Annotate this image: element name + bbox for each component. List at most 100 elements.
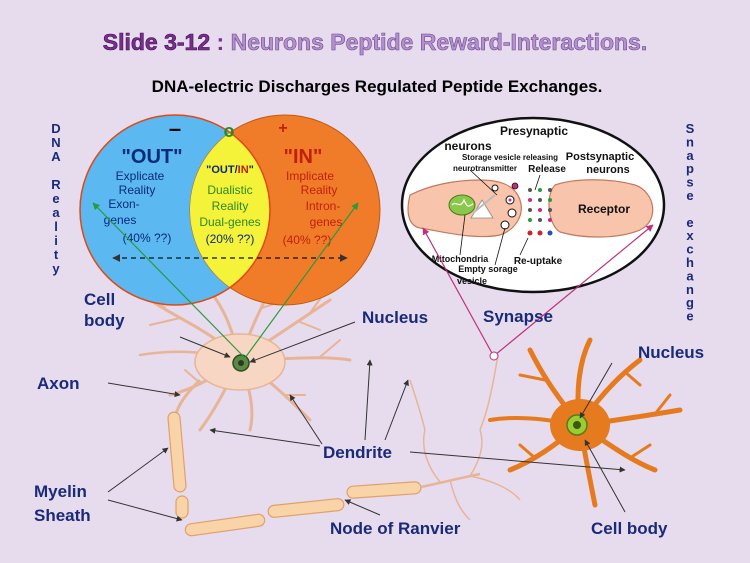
empty-vesicle-label: Empty sorage	[458, 264, 518, 274]
title-text: Neurons Peptide Reward-Interactions.	[231, 29, 648, 55]
mid-line: Reality	[212, 199, 249, 213]
plus-sign: +	[278, 120, 287, 137]
myelin-label: Myelin	[34, 482, 87, 501]
structure-labels: Cell body Nucleus Synapse Nucleus Axon D…	[34, 290, 704, 538]
mid-text: Dualistic Reality Dual-genes (20% ??)	[199, 183, 260, 246]
vesicle	[491, 184, 499, 192]
vertical-letter: n	[686, 282, 694, 297]
vertical-letter: t	[54, 247, 59, 262]
out-line: genes	[104, 213, 137, 227]
presynaptic-label: Presynaptic	[500, 124, 568, 138]
out-line: Reality	[119, 183, 156, 197]
nucleus-label-right: Nucleus	[638, 343, 704, 362]
vertical-letter: A	[51, 149, 61, 164]
vertical-letter: e	[52, 191, 59, 206]
vertical-letter: R	[51, 177, 61, 192]
in-line: Intron-	[306, 199, 341, 213]
vertical-letter: N	[51, 135, 60, 150]
mid-line: Dual-genes	[199, 215, 260, 229]
slide-number: Slide 3-12	[103, 29, 210, 55]
myelinated-axon	[167, 354, 521, 537]
in-line: Reality	[301, 183, 338, 197]
in-text: Implicate Reality Intron- genes (40% ??)	[283, 169, 343, 247]
myelin-segment	[346, 481, 422, 499]
axon-label: Axon	[37, 374, 80, 393]
vertical-letter: c	[686, 242, 693, 257]
vesicle	[511, 182, 519, 190]
right-nucleolus	[573, 421, 581, 429]
label-arrows	[107, 321, 626, 522]
empty-vesicle-label-2: vesicle	[457, 276, 487, 286]
in-title: "IN"	[284, 146, 323, 168]
postsynaptic-label-2: neurons	[586, 164, 629, 176]
myelin-segment	[184, 513, 266, 537]
out-line: Exon-	[108, 197, 139, 211]
vertical-letter: s	[686, 175, 693, 190]
cell-body-label-left-2: body	[84, 311, 125, 330]
presynaptic-label-2: neurons	[444, 139, 492, 153]
vertical-letter: a	[686, 268, 694, 283]
minus-sign: –	[169, 116, 181, 141]
myelin-segment	[267, 498, 345, 518]
out-line: (40% ??)	[123, 231, 172, 245]
release-label: Release	[528, 164, 566, 175]
vesicle	[507, 208, 517, 218]
neurotransmitters	[527, 188, 553, 236]
nucleus-label-left: Nucleus	[362, 308, 428, 327]
synapse-label: Synapse	[483, 307, 553, 326]
vertical-letter: x	[686, 228, 694, 243]
dendrite-label: Dendrite	[323, 443, 392, 462]
synapse-zoom	[400, 116, 666, 294]
storage-label: Storage vesicle releasing	[462, 153, 558, 162]
out-text: Explicate Reality Exon- genes (40% ??)	[104, 169, 172, 245]
mid-title: "OUT/IN"	[206, 164, 254, 176]
synapse-point	[489, 351, 499, 361]
vertical-letter: l	[54, 219, 58, 234]
zoom-line-left	[422, 227, 494, 356]
mid-line: (20% ??)	[206, 232, 255, 246]
vertical-letter: y	[52, 261, 60, 276]
zero-sign: o	[224, 121, 235, 141]
mitochondria-label: Mitochondria	[432, 254, 489, 264]
receptor-label: Receptor	[578, 202, 630, 216]
myelin-label-2: Sheath	[34, 506, 91, 525]
venn-link-left	[92, 202, 246, 359]
vertical-letter: e	[686, 188, 693, 203]
out-line: Explicate	[116, 169, 165, 183]
node-of-ranvier-label: Node of Ranvier	[330, 519, 461, 538]
cell-body-label-right: Cell body	[591, 519, 668, 538]
venn-link-right	[244, 202, 359, 359]
mitochondrion	[448, 194, 476, 216]
vertical-letter: a	[52, 205, 60, 220]
vertical-letter: i	[54, 233, 58, 248]
mid-title-b: IN	[238, 164, 249, 176]
vertical-letter: h	[686, 255, 694, 270]
vertical-letter: g	[686, 295, 694, 310]
mid-title-c: "	[249, 164, 254, 176]
mid-line: Dualistic	[207, 183, 252, 197]
vertical-letter: n	[686, 134, 694, 149]
zoom-line-right	[494, 224, 654, 356]
vertical-letter: e	[686, 215, 693, 230]
synapse-ellipse	[400, 116, 666, 294]
myelin-segment	[167, 411, 187, 493]
vertical-letter: S	[686, 121, 695, 136]
in-line: (40% ??)	[283, 233, 332, 247]
reuptake-label: Re-uptake	[514, 256, 563, 267]
synapse-labels: Presynaptic neurons Storage vesicle rele…	[432, 124, 634, 286]
in-line: Implicate	[286, 169, 334, 183]
slide-subtitle: DNA-electric Discharges Regulated Peptid…	[152, 77, 603, 96]
myelin-segment	[175, 495, 189, 519]
vertical-letter: p	[686, 161, 694, 176]
slide-title: Slide 3-12 : Neurons Peptide Reward-Inte…	[103, 29, 647, 55]
storage-label-2: neurotransmitter	[453, 164, 517, 173]
empty-vesicle	[500, 220, 510, 230]
postsynaptic-label: Postsynaptic	[566, 151, 634, 163]
vertical-letter: D	[51, 121, 60, 136]
mid-title-a: "OUT/	[206, 164, 238, 176]
in-line: genes	[310, 215, 343, 229]
